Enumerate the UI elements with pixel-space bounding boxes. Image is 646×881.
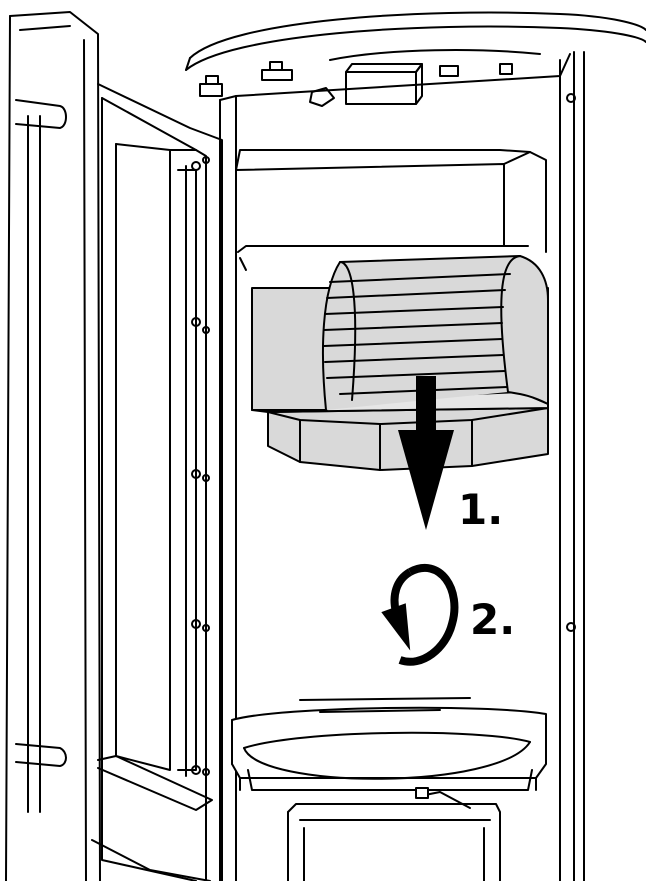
baffle-plate	[251, 255, 549, 471]
grate-frame	[231, 697, 547, 791]
ash-drawer	[287, 787, 501, 881]
step-2-label: 2.	[470, 595, 515, 644]
step-1-arrow	[398, 376, 454, 530]
stove-top-cap	[185, 11, 646, 107]
step-2-rotate-arrow	[381, 563, 459, 666]
stove-door	[5, 11, 223, 881]
firebox	[235, 149, 547, 271]
step-1-label: 1.	[458, 485, 503, 534]
